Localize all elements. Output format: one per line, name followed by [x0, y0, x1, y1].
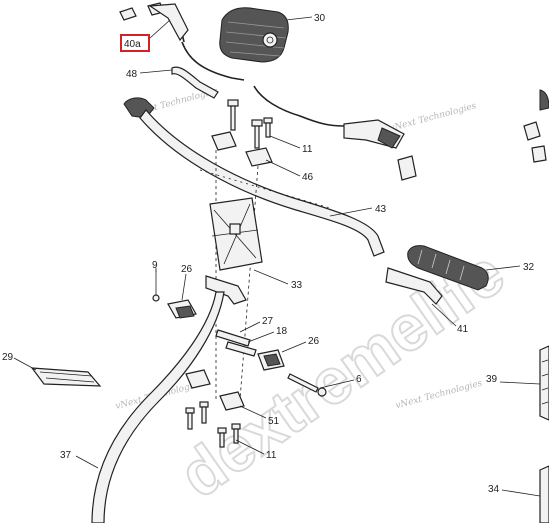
part-37-steering-column	[91, 275, 247, 523]
callout-27[interactable]: 27	[262, 316, 274, 327]
callout-26-right[interactable]: 26	[308, 336, 320, 347]
callout-32[interactable]: 32	[523, 262, 535, 273]
callout-39[interactable]: 39	[486, 374, 498, 385]
part-39-side-panel	[539, 345, 549, 421]
callout-37[interactable]: 37	[60, 450, 72, 461]
callout-labels: 40a 30 48 11 46 43 9 26 33 32 27 18 26 4…	[2, 13, 535, 495]
part-32-right-grip	[407, 245, 489, 291]
part-far-right-upper	[523, 89, 549, 163]
leader-lines	[13, 16, 541, 497]
part-26-bracket-left	[167, 299, 197, 319]
part-26-bracket-right	[257, 349, 285, 371]
part-46-clamps	[211, 131, 273, 167]
callout-11-lower[interactable]: 11	[266, 450, 277, 461]
part-43-handlebar	[123, 97, 385, 257]
callout-33[interactable]: 33	[291, 280, 303, 291]
vendor-watermark: vNext Technologies	[389, 101, 478, 134]
callout-41[interactable]: 41	[457, 324, 469, 335]
vendor-watermark: vNext Technologies	[395, 378, 484, 411]
part-right-grip-upper	[343, 119, 417, 181]
part-34-side-panel	[539, 465, 549, 523]
callout-34[interactable]: 34	[488, 484, 500, 495]
highlight-box	[120, 34, 150, 52]
part-11-bolts-lower	[185, 401, 241, 448]
part-6-bolt	[287, 373, 327, 397]
callout-6[interactable]: 6	[356, 374, 362, 385]
callout-9[interactable]: 9	[152, 260, 158, 271]
callout-40a[interactable]: 40a	[124, 39, 141, 50]
part-11-bolts-upper	[227, 99, 273, 149]
callout-11-upper[interactable]: 11	[302, 144, 313, 155]
part-27-18-pins	[215, 329, 257, 357]
part-33-riser	[209, 197, 263, 271]
part-51-brackets	[185, 369, 245, 411]
part-29-pad	[30, 367, 102, 387]
callout-26-left[interactable]: 26	[181, 264, 193, 275]
callout-43[interactable]: 43	[375, 204, 387, 215]
callout-51[interactable]: 51	[268, 416, 280, 427]
part-40a-clips	[119, 2, 189, 43]
callout-48[interactable]: 48	[126, 69, 138, 80]
part-41-throttle-lever	[385, 267, 443, 305]
part-9-screw	[152, 270, 160, 302]
callout-18[interactable]: 18	[276, 326, 288, 337]
part-30-grip-cap	[219, 7, 289, 63]
callout-30[interactable]: 30	[314, 13, 326, 24]
callout-46[interactable]: 46	[302, 172, 314, 183]
part-48-cable	[171, 41, 345, 127]
callout-29[interactable]: 29	[2, 352, 14, 363]
